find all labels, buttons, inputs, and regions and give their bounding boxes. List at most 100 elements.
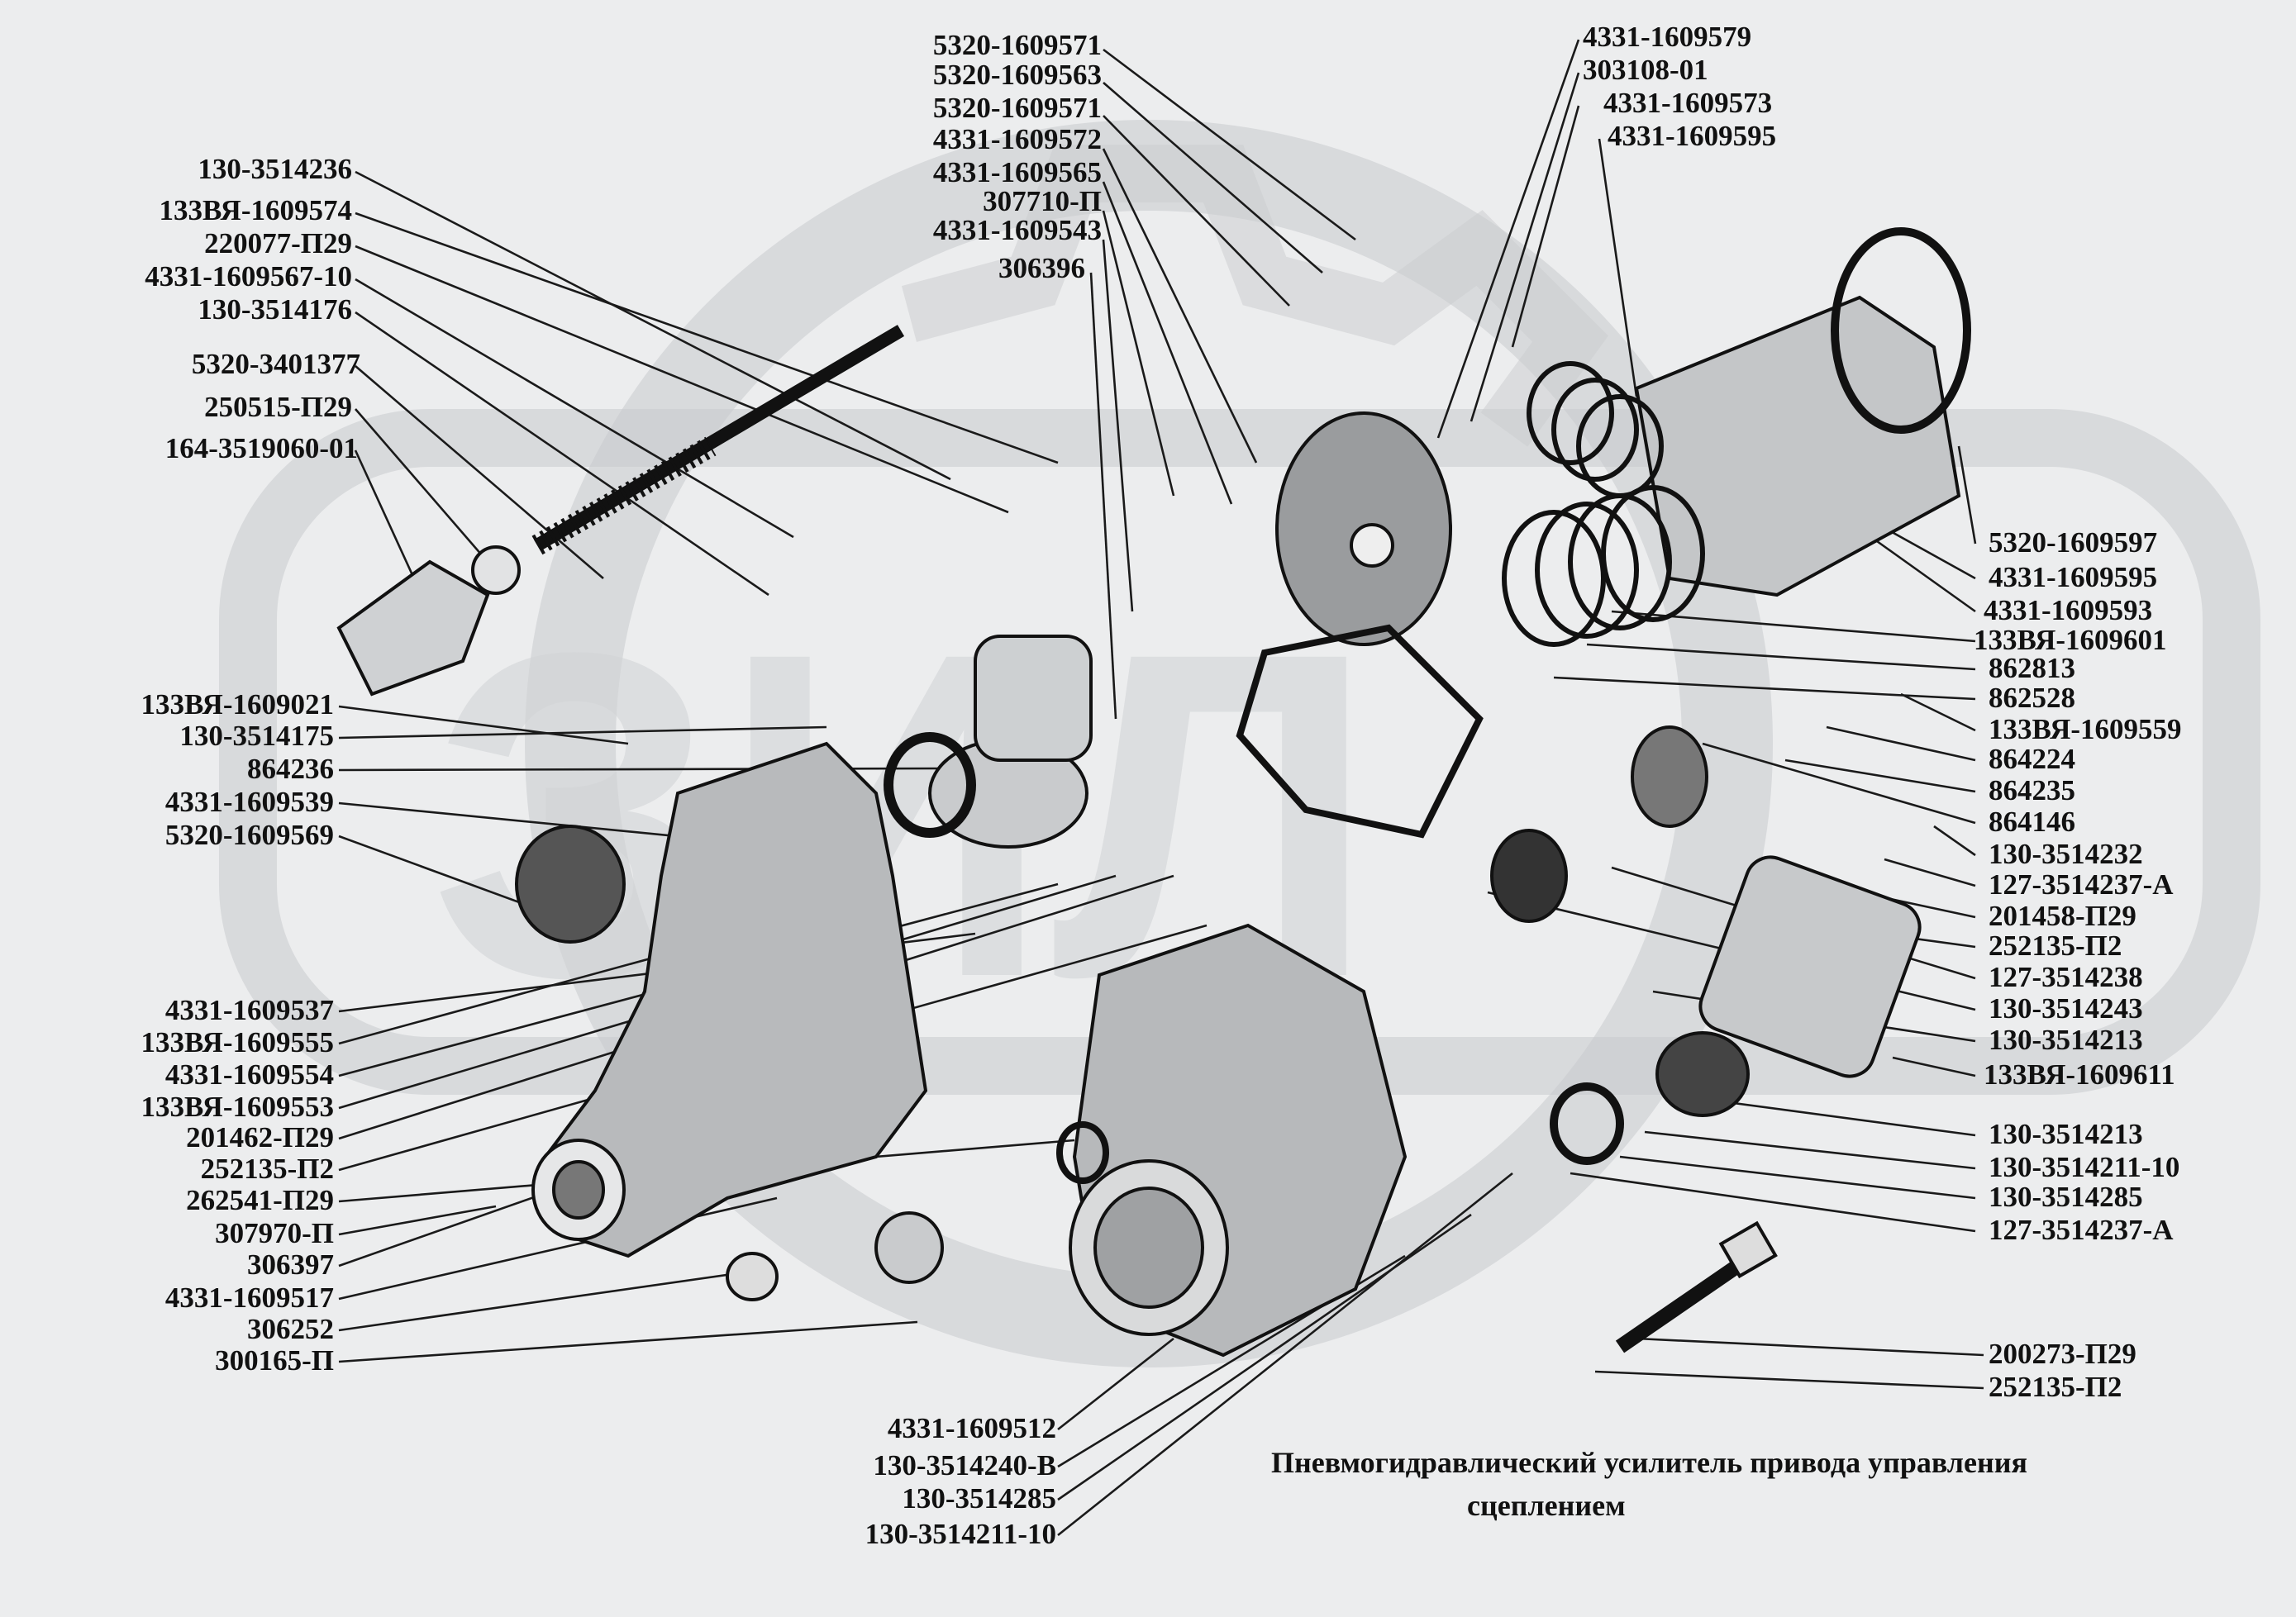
leader-line [338, 1196, 778, 1301]
body-port-inner [552, 1160, 605, 1220]
part-label: 133ВЯ-1609611 [1984, 1058, 2175, 1091]
part-label: 130-3514285 [1989, 1181, 2143, 1213]
washer [1550, 1082, 1624, 1165]
leader-line [354, 449, 423, 596]
cylinder-ring [1831, 227, 1971, 434]
part-label: 306397 [247, 1248, 334, 1281]
leader-line [1594, 1370, 1984, 1390]
leader-line [355, 311, 769, 597]
part-label: 130-3514243 [1989, 992, 2143, 1025]
leader-line [1089, 272, 1117, 720]
leader-line [1102, 148, 1258, 464]
push-rod-thread [531, 436, 717, 555]
part-label: 4331-1609512 [887, 1412, 1056, 1444]
diaphragm-center [1350, 523, 1394, 568]
leader-line [1784, 759, 1976, 793]
leader-line [338, 1205, 497, 1236]
leader-line [1933, 825, 1976, 857]
part-label: 864236 [247, 753, 334, 785]
leader-line [1900, 692, 1976, 732]
part-label: 4331-1609579 [1583, 21, 1752, 53]
part-label: 4331-1609543 [932, 214, 1102, 246]
diagram-caption-line2: сцеплением [1467, 1489, 1626, 1522]
part-label: 4331-1609565 [932, 156, 1102, 188]
leader-line [1470, 72, 1580, 422]
leader-line [1884, 858, 1976, 887]
part-label: 130-3514211-10 [1989, 1151, 2180, 1183]
gasket [1056, 1121, 1109, 1184]
part-label: 5320-1609569 [164, 819, 334, 851]
leader-line [1892, 1056, 1976, 1077]
part-label: 201458-П29 [1989, 900, 2136, 932]
leader-line [1826, 725, 1976, 762]
part-label: 4331-1609573 [1603, 87, 1773, 119]
part-label: 303108-01 [1583, 54, 1708, 86]
part-label: 130-3514211-10 [865, 1518, 1056, 1550]
leader-line [338, 705, 629, 745]
leader-line [1057, 1172, 1513, 1537]
part-label: 300165-П [215, 1344, 334, 1377]
part-label: 133ВЯ-1609574 [159, 194, 352, 226]
leader-line [1102, 181, 1233, 505]
leader-line [1570, 1172, 1976, 1233]
leader-line [355, 212, 1059, 464]
part-label: 164-3519060-01 [164, 432, 358, 464]
bolt-head [1718, 1220, 1778, 1279]
part-label: 5320-1609571 [932, 29, 1102, 61]
part-label: 200273-П29 [1989, 1338, 2136, 1370]
part-label: 864235 [1989, 774, 2075, 806]
part-label: 127-3514238 [1989, 961, 2143, 993]
diagram-caption-line1: Пневмогидравлический усилитель привода у… [1271, 1446, 2027, 1479]
leader-line [1586, 643, 1976, 671]
part-label: 4331-1609554 [164, 1058, 334, 1091]
part-label: 4331-1609539 [164, 786, 334, 818]
leader-line [1511, 105, 1580, 348]
leader-line [1103, 48, 1356, 241]
part-label: 127-3514237-А [1989, 868, 2174, 901]
part-label: 4331-1609572 [932, 123, 1102, 155]
part-label: 4331-1609595 [1608, 120, 1777, 152]
part-label: 130-3514213 [1989, 1024, 2143, 1056]
leader-line [1702, 1097, 1976, 1137]
leader-line [1859, 527, 1976, 613]
leader-line [355, 365, 604, 579]
part-label: 862528 [1989, 682, 2075, 714]
push-rod [533, 325, 905, 551]
part-label: 307970-П [215, 1217, 334, 1249]
part-label: 864146 [1989, 806, 2075, 838]
clevis-fork [336, 559, 490, 697]
leader-line [355, 245, 1009, 514]
part-label: 130-3514175 [179, 720, 334, 752]
part-label: 130-3514240-В [873, 1449, 1056, 1481]
cylinder-housing [1634, 295, 1961, 597]
part-label: 306396 [998, 252, 1085, 284]
part-label: 4331-1609595 [1989, 561, 2158, 593]
cap-disk [1490, 829, 1568, 923]
part-label: 4331-1609593 [1984, 594, 2153, 626]
part-label: 4331-1609537 [164, 994, 334, 1026]
part-label: 5320-1609597 [1989, 526, 2158, 559]
part-label: 130-3514232 [1989, 838, 2143, 870]
leader-line [1644, 1130, 1976, 1170]
leader-line [1102, 239, 1134, 612]
part-label: 133ВЯ-1609601 [1974, 624, 2167, 656]
valve-body-casting [543, 741, 928, 1258]
part-label: 252135-П2 [200, 1153, 334, 1185]
leader-line [338, 835, 538, 911]
flange-plate [1236, 624, 1484, 839]
piston-body [974, 635, 1093, 762]
part-label: 130-3514285 [902, 1482, 1056, 1515]
part-label: 133ВЯ-1609553 [141, 1091, 334, 1123]
part-label: 250515-П29 [204, 391, 352, 423]
ball [726, 1252, 779, 1301]
spring-right [1502, 485, 1705, 647]
leader-line [1103, 82, 1323, 273]
part-label: 306252 [247, 1313, 334, 1345]
part-label: 307710-П [983, 185, 1102, 217]
part-label: 252135-П2 [1989, 930, 2122, 962]
part-label: 4331-1609517 [164, 1282, 334, 1314]
part-label: 220077-П29 [204, 227, 352, 259]
leader-line [1057, 1337, 1174, 1431]
part-label: 127-3514237-А [1989, 1214, 2174, 1246]
